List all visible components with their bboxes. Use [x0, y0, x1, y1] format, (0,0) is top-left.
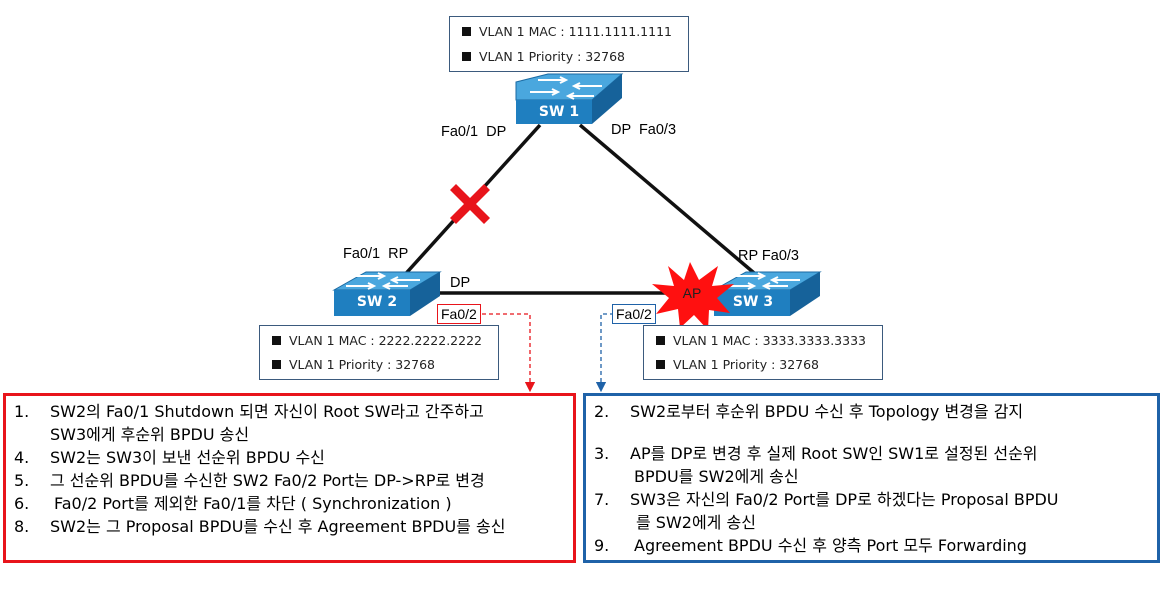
link-sw1-sw3	[578, 123, 762, 280]
blue-dashed-arrow	[595, 313, 614, 393]
vlan-priority-text: VLAN 1 Priority : 32768	[673, 357, 820, 372]
port-box-sw3-fa02: Fa0/2	[612, 304, 656, 324]
port-label-sw2-dp: DP	[450, 275, 471, 291]
bullet-square-icon	[462, 52, 471, 61]
sw1-info-box: VLAN 1 MAC : 1111.1111.1111 VLAN 1 Prior…	[449, 16, 689, 72]
sw3-info-box: VLAN 1 MAC : 3333.3333.3333 VLAN 1 Prior…	[643, 325, 883, 380]
port-label-sw2-fa01: Fa0/1 RP	[343, 246, 409, 262]
sw1-label: SW 1	[538, 104, 580, 120]
ap-label: AP	[682, 285, 702, 301]
info-line: VLAN 1 Priority : 32768	[462, 49, 625, 64]
port-label-sw1-fa01: Fa0/1 DP	[441, 124, 507, 140]
sw2-label: SW 2	[356, 294, 398, 310]
switch-icon	[332, 271, 442, 316]
info-line: VLAN 1 Priority : 32768	[656, 357, 819, 372]
burst-icon	[652, 262, 734, 330]
red-dashed-arrow	[482, 313, 536, 393]
bullet-square-icon	[272, 336, 281, 345]
vlan-mac-text: VLAN 1 MAC : 2222.2222.2222	[289, 333, 482, 348]
vlan-priority-text: VLAN 1 Priority : 32768	[479, 49, 626, 64]
vlan-mac-text: VLAN 1 MAC : 1111.1111.1111	[479, 24, 672, 39]
sw3-label: SW 3	[732, 294, 774, 310]
port-box-sw2-fa02: Fa0/2	[437, 304, 481, 324]
bullet-square-icon	[656, 360, 665, 369]
bullet-square-icon	[462, 27, 471, 36]
blocked-x-icon	[450, 184, 490, 224]
sw3-steps-box: 2.SW2로부터 후순위 BPDU 수신 후 Topology 변경을 감지 3…	[583, 393, 1160, 563]
info-line: VLAN 1 Priority : 32768	[272, 357, 435, 372]
switch-icon	[712, 271, 822, 316]
sw2-steps-box: 1.SW2의 Fa0/1 Shutdown 되면 자신이 Root SW라고 간…	[3, 393, 576, 563]
vlan-priority-text: VLAN 1 Priority : 32768	[289, 357, 436, 372]
bullet-square-icon	[272, 360, 281, 369]
bullet-square-icon	[656, 336, 665, 345]
info-line: VLAN 1 MAC : 1111.1111.1111	[462, 24, 672, 39]
sw2-info-box: VLAN 1 MAC : 2222.2222.2222 VLAN 1 Prior…	[259, 325, 499, 380]
info-line: VLAN 1 MAC : 2222.2222.2222	[272, 333, 482, 348]
port-label-sw3-fa03: RP Fa0/3	[738, 248, 799, 264]
switch-icon	[515, 73, 624, 124]
port-label-sw1-fa03: DP Fa0/3	[611, 122, 677, 138]
vlan-mac-text: VLAN 1 MAC : 3333.3333.3333	[673, 333, 866, 348]
info-line: VLAN 1 MAC : 3333.3333.3333	[656, 333, 866, 348]
